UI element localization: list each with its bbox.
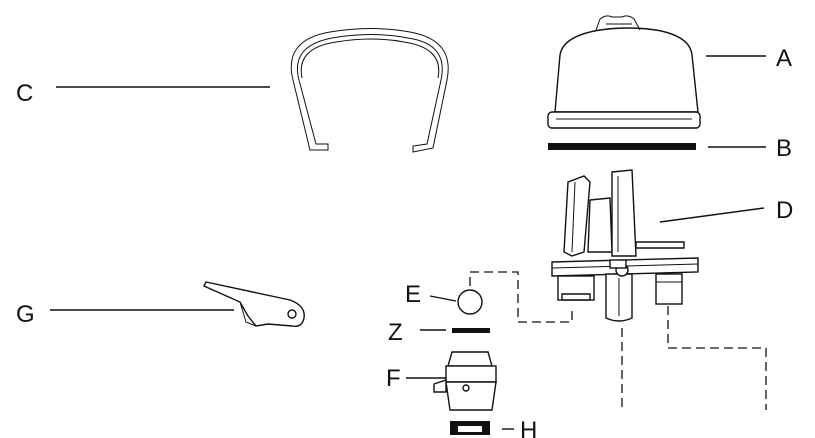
assembly-guide-lines <box>469 271 767 410</box>
part-e-ball <box>457 289 483 315</box>
label-f: F <box>386 365 401 392</box>
part-f-fitting <box>433 351 497 411</box>
part-d-housing <box>551 169 699 322</box>
label-g: G <box>16 301 35 328</box>
part-h-nut <box>450 421 490 435</box>
part-g-lever <box>203 281 305 328</box>
label-h: H <box>520 417 537 438</box>
part-a-cover <box>547 15 701 129</box>
part-c-wire-clip <box>290 28 449 153</box>
label-a: A <box>776 45 792 72</box>
leader-d <box>659 207 765 223</box>
label-b: B <box>776 135 792 162</box>
label-c: C <box>16 80 33 107</box>
part-b-gasket <box>548 143 696 150</box>
label-z: Z <box>388 319 403 346</box>
part-z-washer <box>452 328 490 333</box>
label-e: E <box>405 281 421 308</box>
label-d: D <box>776 197 793 224</box>
leader-e <box>429 295 457 302</box>
